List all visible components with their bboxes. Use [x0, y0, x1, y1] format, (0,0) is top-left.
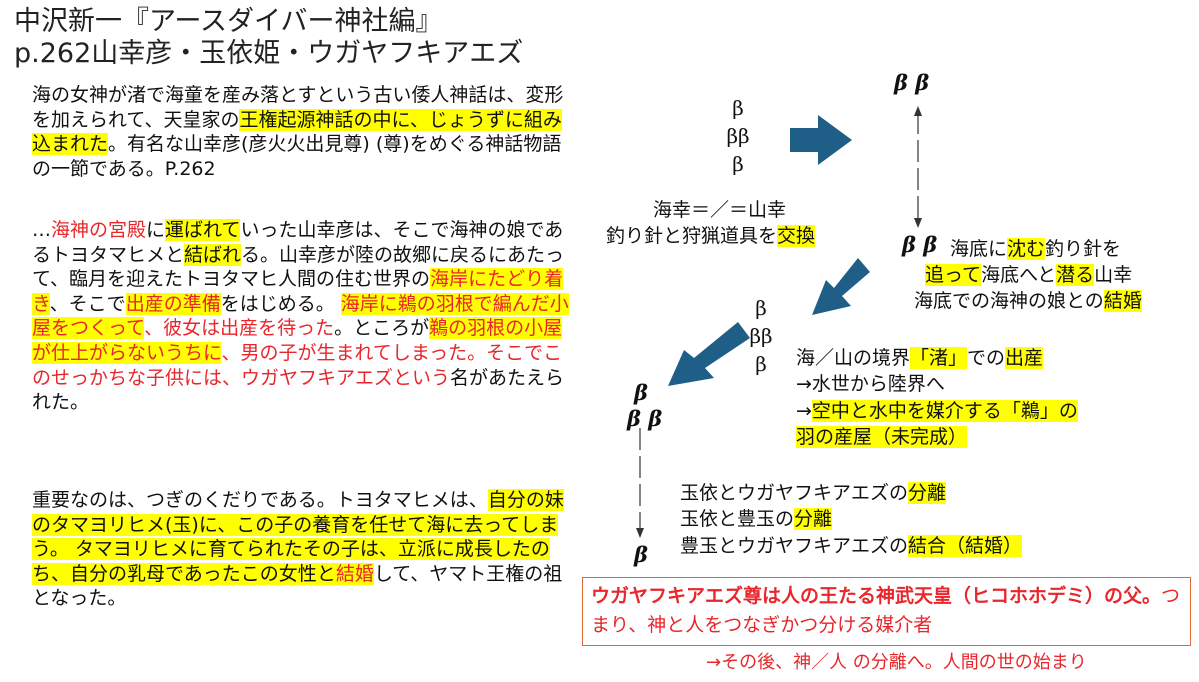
beta-stack-1-bottom: β — [732, 152, 744, 176]
beta-stack-2-bottom: β — [755, 352, 767, 376]
text-run: 、男の子が生まれてしまった。そこでこのせっかちな子供には、ウガヤフキアエズという — [32, 341, 563, 389]
text-run: 。ところが — [334, 317, 430, 340]
text-run: 出産の準備 — [125, 292, 221, 315]
arrow-right — [790, 115, 852, 165]
arrow-down-left-1 — [812, 258, 870, 315]
beta-stack-2-mid: ββ — [749, 324, 773, 348]
callout-box: ウガヤフキアエズ尊は人の王たる神武天皇（ヒコホホデミ）の父。つまり、神と人をつな… — [582, 577, 1191, 646]
text-run: る。山幸彦が陸の故郷に戻るにあたって、臨月を迎えたトヨタマヒ人間の住む世界の — [32, 243, 565, 291]
text-run: 。有名な山幸彦(彦火火出見尊) (尊)をめぐる神話物語の一節である。P.262 — [32, 133, 562, 180]
callout-normal: つまり、神と人をつなぎかつ分ける媒介者 — [591, 585, 1181, 636]
text-run: 分離 — [794, 508, 833, 530]
text-run: に — [146, 219, 166, 241]
text-run: 海の女神が渚で海童を産み落とすという古い倭人神話は、変形を加えられて、天皇家の — [32, 84, 564, 131]
exchange-highlight: 交換 — [777, 225, 816, 247]
page-subtitle: p.262山幸彦・玉依姫・ウガヤフキアエズ — [14, 38, 524, 69]
text-run: 沈む — [1007, 238, 1046, 260]
sink-line-3: 海底での海神の娘との結婚 — [914, 289, 1142, 314]
sink-line-2: 追って海底へと潜る山幸 — [925, 263, 1132, 288]
text-run: いった山幸彦は、そこで海神の娘であるトヨタマヒメと — [32, 219, 564, 266]
text-run: での — [967, 347, 1006, 369]
paragraph-1: 海の女神が渚で海童を産み落とすという古い倭人神話は、変形を加えられて、天皇家の王… — [32, 83, 580, 181]
text-run: 追って — [925, 264, 982, 286]
sink-line-1: 海底に沈む釣り針を — [950, 237, 1121, 262]
text-run: 空中と水中を媒介する「鵜」の — [811, 400, 1078, 422]
text-run: 玉依と豊玉の — [680, 508, 795, 530]
paragraph-3: 重要なのは、つぎのくだりである。トヨタマヒメは、自分の妹のタマヨリヒメ(玉)に、… — [32, 488, 580, 611]
separation-line-2: 玉依と豊玉の分離 — [680, 507, 833, 532]
footer-note: →その後、神／人 の分離へ。人間の世の始まり — [706, 652, 1087, 673]
text-run: 海／山の境界 — [796, 347, 911, 369]
text-run: … — [32, 219, 51, 241]
text-run: 潜る — [1056, 264, 1095, 286]
border-line-3: →空中と水中を媒介する「鵜」の — [796, 399, 1078, 424]
text-run: 海底へと — [981, 264, 1057, 286]
text-run: 分離 — [908, 482, 947, 504]
text-run: 玉依とウガヤフキアエズの — [680, 482, 909, 504]
text-run: 「渚」 — [910, 347, 968, 369]
border-line-2: →水世から陸界へ — [796, 372, 945, 397]
text-run: 結合（結婚） — [908, 535, 1023, 557]
text-run: → — [796, 400, 812, 422]
text-run: して、ヤマト王権の祖となった。 — [32, 562, 563, 610]
beta-pair-mid: β β — [902, 232, 938, 257]
beta-left-pair: β β — [627, 406, 663, 431]
text-run: 結婚 — [335, 562, 374, 585]
text-run: 、彼女は出産を待った — [144, 317, 335, 340]
text-run: 結ばれ — [184, 243, 242, 266]
exchange-line-2: 釣り針と狩猟道具を交換 — [606, 225, 816, 247]
text-run: 結婚 — [1103, 290, 1142, 312]
text-run: 羽の産屋（未完成） — [796, 426, 968, 448]
arrow-down-left-2 — [668, 322, 750, 386]
beta-stack-1-top: β — [732, 96, 744, 120]
border-line-4: 羽の産屋（未完成） — [796, 425, 968, 450]
text-run: 海底に — [950, 238, 1008, 260]
text-run: 豊玉とウガヤフキアエズの — [680, 535, 909, 557]
callout-strong: ウガヤフキアエズ尊は人の王たる神武天皇（ヒコホホデミ）の父。 — [591, 585, 1162, 607]
exchange-line-1: 海幸＝／＝山幸 — [653, 199, 787, 221]
text-run: 重要なのは、つぎのくだりである。トヨタマヒメは、 — [32, 489, 488, 511]
separation-line-1: 玉依とウガヤフキアエズの分離 — [680, 481, 947, 506]
text-run: 名があたえられた。 — [32, 366, 565, 414]
page-title: 中沢新一『アースダイバー神社編』 — [14, 6, 443, 37]
text-run: をはじめる。 — [220, 292, 341, 315]
paragraph-2: …海神の宮殿に運ばれていった山幸彦は、そこで海神の娘であるトヨタマヒメと結ばれる… — [32, 218, 580, 415]
border-line-1: 海／山の境界「渚」での出産 — [796, 346, 1044, 371]
text-run: 釣り針を — [1045, 238, 1122, 260]
beta-stack-2-top: β — [755, 296, 767, 320]
text-run: 運ばれて — [165, 219, 241, 241]
beta-pair-top: β β — [894, 70, 930, 95]
text-run: 海底での海神の娘との — [914, 290, 1104, 312]
text-run: 海神の宮殿 — [51, 219, 147, 241]
beta-left-top: β — [634, 380, 648, 405]
text-run: 、そこで — [49, 292, 126, 315]
text-run: →水世から陸界へ — [796, 373, 945, 395]
text-run: 山幸 — [1094, 264, 1133, 286]
separation-line-3: 豊玉とウガヤフキアエズの結合（結婚） — [680, 534, 1023, 559]
beta-bottom: β — [634, 542, 648, 567]
beta-stack-1-mid: ββ — [726, 124, 750, 148]
text-run: 出産 — [1005, 347, 1044, 369]
